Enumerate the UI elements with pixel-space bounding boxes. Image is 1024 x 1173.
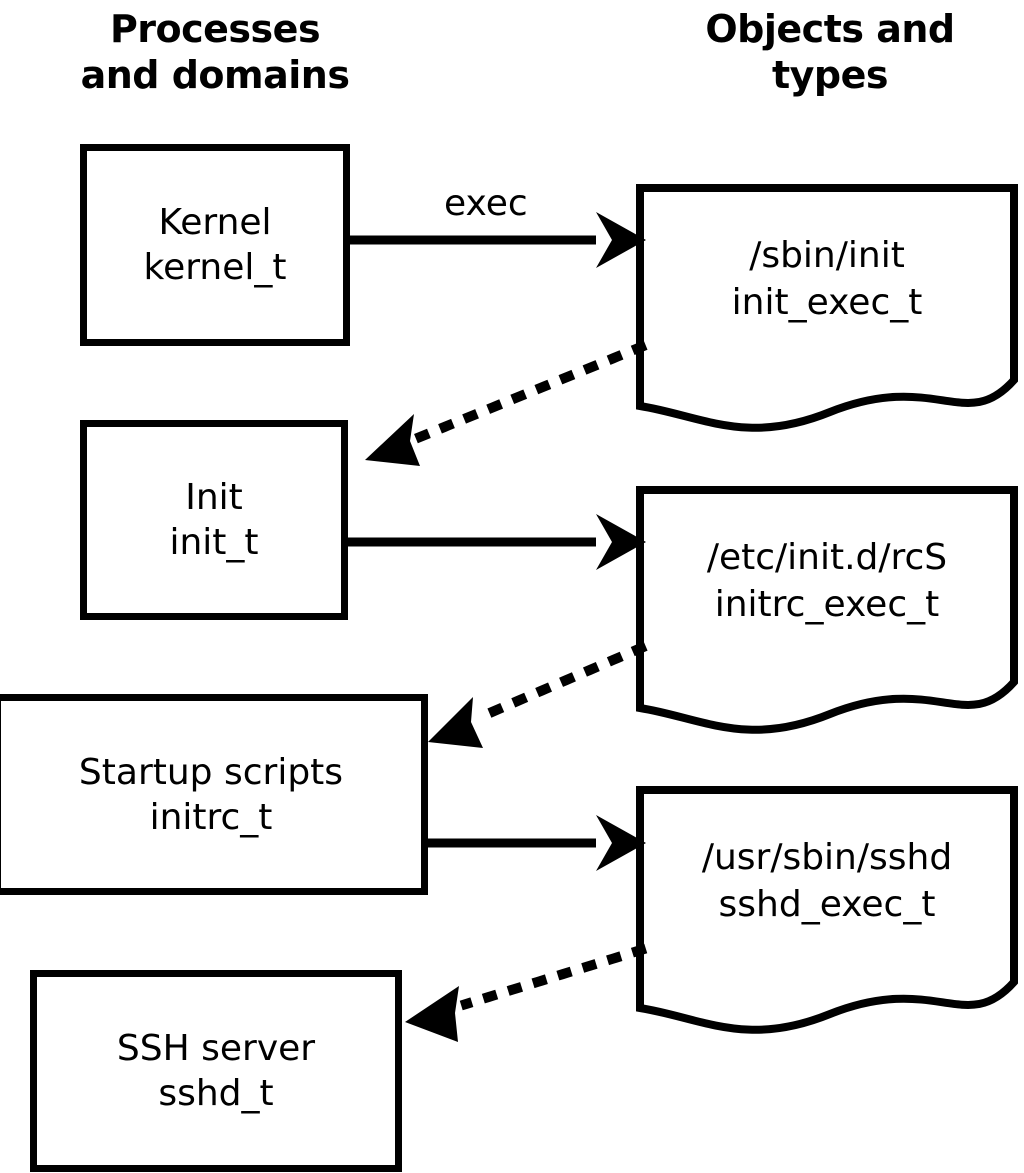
arrowhead-dotted-1	[365, 414, 420, 466]
process-box-startup-scripts-name: Startup scripts	[78, 751, 344, 793]
process-box-startup-scripts[interactable]: Startup scripts initrc_t	[0, 694, 428, 895]
edge-label-exec: exec	[444, 183, 528, 224]
process-box-kernel[interactable]: Kernel kernel_t	[80, 144, 350, 346]
process-box-init-type: init_t	[169, 522, 259, 563]
object-doc-etc-initd-rcs[interactable]: /etc/init.d/rcS initrc_exec_t	[636, 486, 1018, 738]
object-doc-usr-sbin-sshd-outline	[636, 786, 1018, 1034]
object-doc-etc-initd-rcs-outline	[636, 486, 1018, 734]
edge-usr-sbin-sshd-to-ssh-server	[405, 943, 648, 1042]
edge-sbin-init-to-init	[365, 340, 648, 466]
edge-init-to-etc-initd-rcs	[348, 514, 646, 570]
object-doc-sbin-init[interactable]: /sbin/init init_exec_t	[636, 184, 1018, 436]
process-box-ssh-server-type: sshd_t	[158, 1073, 274, 1114]
object-doc-usr-sbin-sshd[interactable]: /usr/sbin/sshd sshd_exec_t	[636, 786, 1018, 1038]
arrowhead-dotted-2	[428, 697, 483, 748]
column-header-objects: Objects and types	[705, 7, 955, 97]
edge-startup-scripts-to-usr-sbin-sshd	[428, 815, 646, 871]
process-box-kernel-type: kernel_t	[143, 247, 287, 288]
object-doc-sbin-init-outline	[636, 184, 1018, 432]
process-box-init-name: Init	[185, 477, 243, 518]
edge-etc-initd-rcs-to-startup-scripts	[428, 641, 648, 748]
process-box-ssh-server[interactable]: SSH server sshd_t	[30, 970, 402, 1172]
process-box-ssh-server-name: SSH server	[116, 1028, 316, 1069]
process-box-startup-scripts-type: initrc_t	[149, 796, 273, 838]
process-box-init[interactable]: Init init_t	[80, 420, 348, 620]
arrowhead-dotted-3	[405, 986, 459, 1042]
column-header-processes: Processes and domains	[80, 7, 350, 97]
process-box-kernel-name: Kernel	[158, 202, 272, 243]
